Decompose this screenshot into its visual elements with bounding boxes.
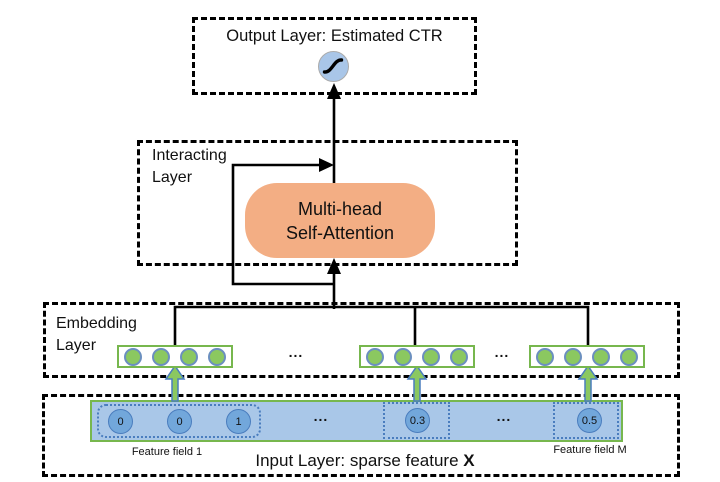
embedding-layer-label-line1: Embedding	[56, 315, 137, 332]
embedding-vector-fieldM	[529, 345, 645, 368]
embedding-unit-circle	[422, 347, 440, 366]
input-ellipsis-right: ...	[496, 408, 512, 424]
mid-field-dotted-group	[383, 402, 450, 439]
field1-dotted-group	[97, 404, 261, 438]
embedding-unit-circle	[366, 347, 384, 366]
embedding-unit-circle	[394, 347, 412, 366]
sigmoid-icon	[322, 58, 344, 74]
multi-head-self-attention-block: Multi-head Self-Attention	[245, 183, 435, 258]
embedding-unit-circle	[180, 347, 198, 366]
sigmoid-node	[318, 51, 349, 82]
output-layer-label: Output Layer: Estimated CTR	[226, 27, 443, 45]
embedding-ellipsis-right: ...	[494, 344, 510, 360]
field1-value-circle: 1	[226, 409, 251, 434]
attention-to-output-arrowhead-icon	[327, 83, 341, 99]
input-layer-caption-x: X	[463, 451, 475, 470]
embedding-vector-mid-field	[359, 345, 475, 368]
embedding-layer-box: Embedding Layer	[43, 302, 680, 378]
embedding-layer-label-line2: Layer	[56, 337, 97, 354]
mid-field-value-circle: 0.3	[405, 408, 430, 433]
embedding-unit-circle	[124, 347, 142, 366]
embedding-unit-circle	[152, 347, 170, 366]
attention-label-line1: Multi-head	[297, 198, 383, 219]
embedding-unit-circle	[536, 347, 554, 366]
skip-connection-wire	[231, 163, 334, 286]
fieldM-dotted-group	[553, 402, 619, 439]
field1-value-circle: 0	[167, 409, 192, 434]
interacting-layer-label-line2: Layer	[152, 169, 193, 186]
embedding-bus-wire	[173, 305, 590, 345]
mid-field-embedding-arrow-icon	[406, 364, 428, 402]
embedding-unit-circle	[208, 347, 226, 366]
embedding-unit-circle	[450, 347, 468, 366]
interacting-layer-label-line1: Interacting	[152, 147, 227, 164]
embedding-unit-circle	[620, 347, 638, 366]
embedding-unit-circle	[592, 347, 610, 366]
input-ellipsis-left: ...	[313, 408, 329, 424]
embedding-layer-label: Embedding Layer	[56, 313, 137, 357]
interacting-layer-label: Interacting Layer	[152, 145, 227, 189]
interacting-layer-box: Interacting Layer	[137, 140, 518, 266]
input-layer-box	[42, 394, 680, 477]
embedding-ellipsis-left: ...	[288, 344, 304, 360]
attention-label-line2: Self-Attention	[285, 222, 395, 243]
field1-embedding-arrow-icon	[164, 364, 186, 402]
skip-connection-arrowhead-icon	[319, 158, 334, 172]
input-layer-caption-text: Input Layer: sparse feature	[255, 451, 459, 470]
field1-value-circle: 0	[108, 409, 133, 434]
embedding-unit-circle	[564, 347, 582, 366]
fieldM-embedding-arrow-icon	[577, 364, 599, 402]
field1-label: Feature field 1	[131, 446, 203, 458]
fieldM-label: Feature field M	[553, 444, 627, 456]
embedding-vector-field1	[117, 345, 233, 368]
fieldM-value-circle: 0.5	[577, 408, 602, 433]
embedding-to-attention-arrowhead-icon	[327, 258, 341, 274]
input-layer-caption: Input Layer: sparse feature X	[224, 451, 506, 471]
